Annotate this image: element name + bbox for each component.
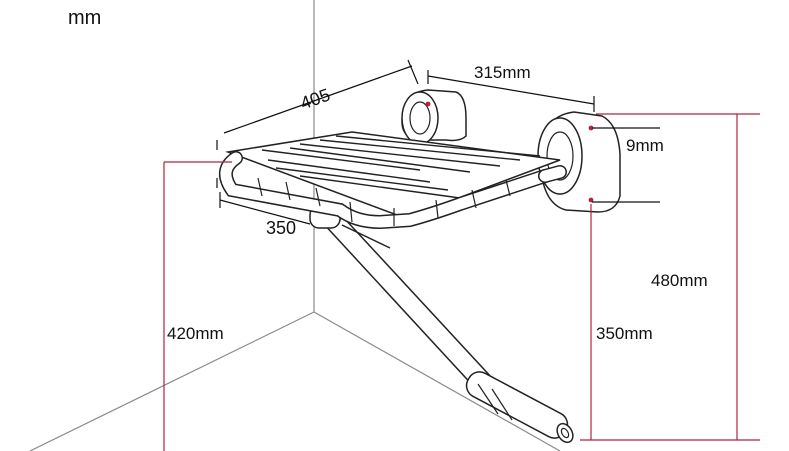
dimension-seat-depth [223, 59, 419, 134]
label-bracket-height: 480mm [651, 271, 708, 290]
dimension-bracket-height [596, 113, 760, 440]
label-bracket-spacing: 315mm [474, 63, 531, 82]
label-seat-width: 350 [266, 218, 296, 238]
wall-bracket-left [401, 89, 467, 145]
label-seat-height: 420mm [167, 324, 224, 343]
dimension-brace-height [580, 204, 760, 441]
dimension-bracket-spacing [427, 70, 595, 112]
support-brace [309, 205, 574, 444]
label-hole-gap: 9mm [626, 136, 664, 155]
label-brace-height: 350mm [596, 324, 653, 343]
dimension-seat-height [163, 161, 232, 451]
seat [219, 131, 567, 230]
unit-label: mm [68, 7, 101, 29]
dimension-seat-width [216, 140, 311, 225]
label-seat-depth: 405 [298, 84, 333, 113]
dimension-hole-gap [592, 127, 660, 203]
